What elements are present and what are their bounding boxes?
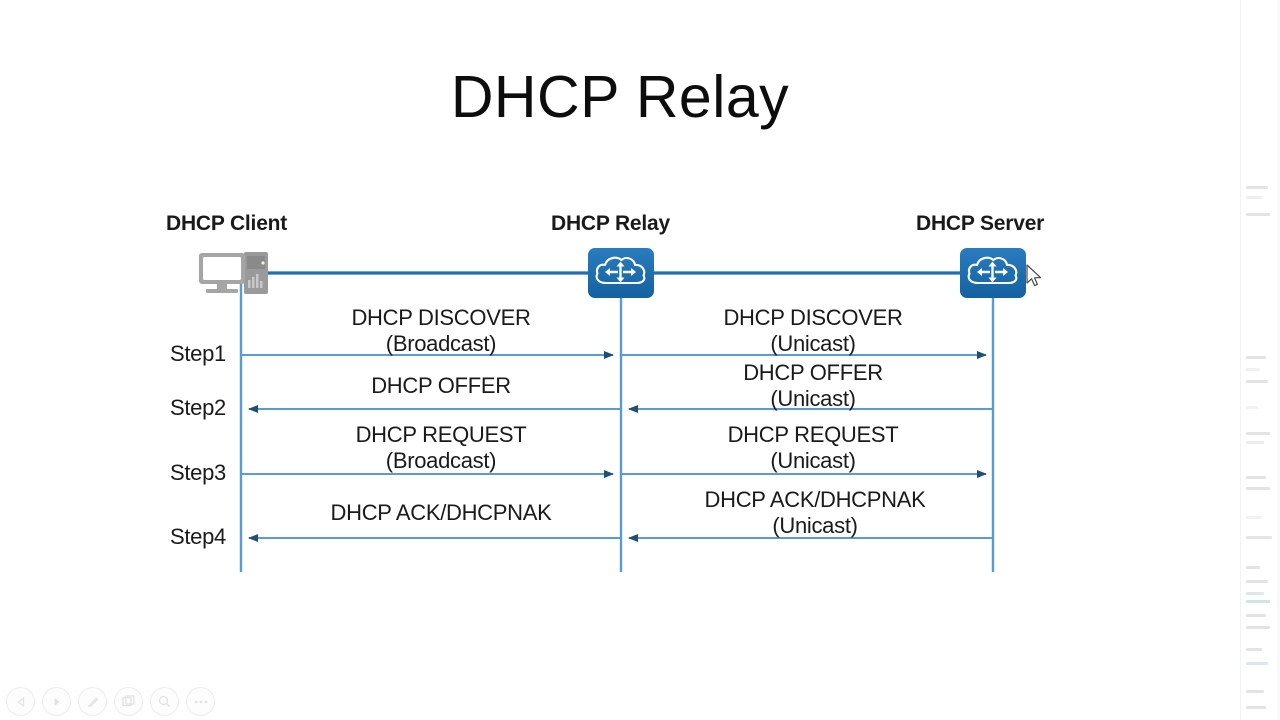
node-label-relay: DHCP Relay xyxy=(551,212,670,235)
node-label-client: DHCP Client xyxy=(166,212,288,235)
message-step2-right-text: DHCP OFFER xyxy=(743,360,883,385)
message-step4-right: DHCP ACK/DHCPNAK (Unicast) xyxy=(645,487,985,539)
magnifier-icon-button[interactable] xyxy=(150,687,179,716)
message-step4-right-mode: (Unicast) xyxy=(772,512,858,538)
step-label-1: Step1 xyxy=(170,341,226,366)
node-label-server: DHCP Server xyxy=(916,212,1045,235)
desktop-computer-icon xyxy=(196,250,276,298)
mouse-cursor xyxy=(1026,264,1044,294)
step-label-4: Step4 xyxy=(170,524,226,549)
lifelines xyxy=(239,283,995,572)
message-step1-left-text: DHCP DISCOVER xyxy=(351,305,531,330)
message-step2-left: DHCP OFFER xyxy=(281,373,601,399)
cloud-router-icon-server xyxy=(960,248,1026,298)
slide-title: DHCP Relay xyxy=(450,64,790,130)
step-label-2: Step2 xyxy=(170,395,226,420)
message-step1-right: DHCP DISCOVER (Unicast) xyxy=(653,305,973,357)
next-slide-button[interactable] xyxy=(42,687,71,716)
message-step3-left-text: DHCP REQUEST xyxy=(355,422,527,447)
previous-slide-button[interactable] xyxy=(6,687,35,716)
message-step1-right-text: DHCP DISCOVER xyxy=(723,305,903,330)
message-step3-left-mode: (Broadcast) xyxy=(385,447,497,473)
cloud-router-icon-relay xyxy=(588,248,654,298)
message-step2-right-mode: (Unicast) xyxy=(770,385,856,411)
message-step2-left-text: DHCP OFFER xyxy=(371,373,511,398)
message-step4-left: DHCP ACK/DHCPNAK xyxy=(271,500,611,526)
sidebar-scrollbar[interactable] xyxy=(1277,0,1280,720)
message-step1-left: DHCP DISCOVER (Broadcast) xyxy=(281,305,601,357)
right-side-panel[interactable] xyxy=(1240,0,1280,720)
message-step2-right: DHCP OFFER (Unicast) xyxy=(653,360,973,412)
message-step3-left: DHCP REQUEST (Broadcast) xyxy=(281,422,601,474)
more-options-button[interactable] xyxy=(186,687,215,716)
dhcp-relay-sequence-diagram: DHCP Client DHCP Relay DHCP Server xyxy=(166,212,1045,572)
message-step1-right-mode: (Unicast) xyxy=(770,330,856,356)
message-step3-right: DHCP REQUEST (Unicast) xyxy=(653,422,973,474)
message-step1-left-mode: (Broadcast) xyxy=(385,330,497,356)
step-label-3: Step3 xyxy=(170,460,226,485)
message-step4-right-text: DHCP ACK/DHCPNAK xyxy=(704,487,926,512)
message-step3-right-text: DHCP REQUEST xyxy=(727,422,899,447)
diagram-svg xyxy=(239,271,995,572)
slideshow-button[interactable] xyxy=(114,687,143,716)
player-toolbar xyxy=(6,687,215,716)
message-step4-left-text: DHCP ACK/DHCPNAK xyxy=(330,500,552,525)
message-step3-right-mode: (Unicast) xyxy=(770,447,856,473)
pen-tool-button[interactable] xyxy=(78,687,107,716)
